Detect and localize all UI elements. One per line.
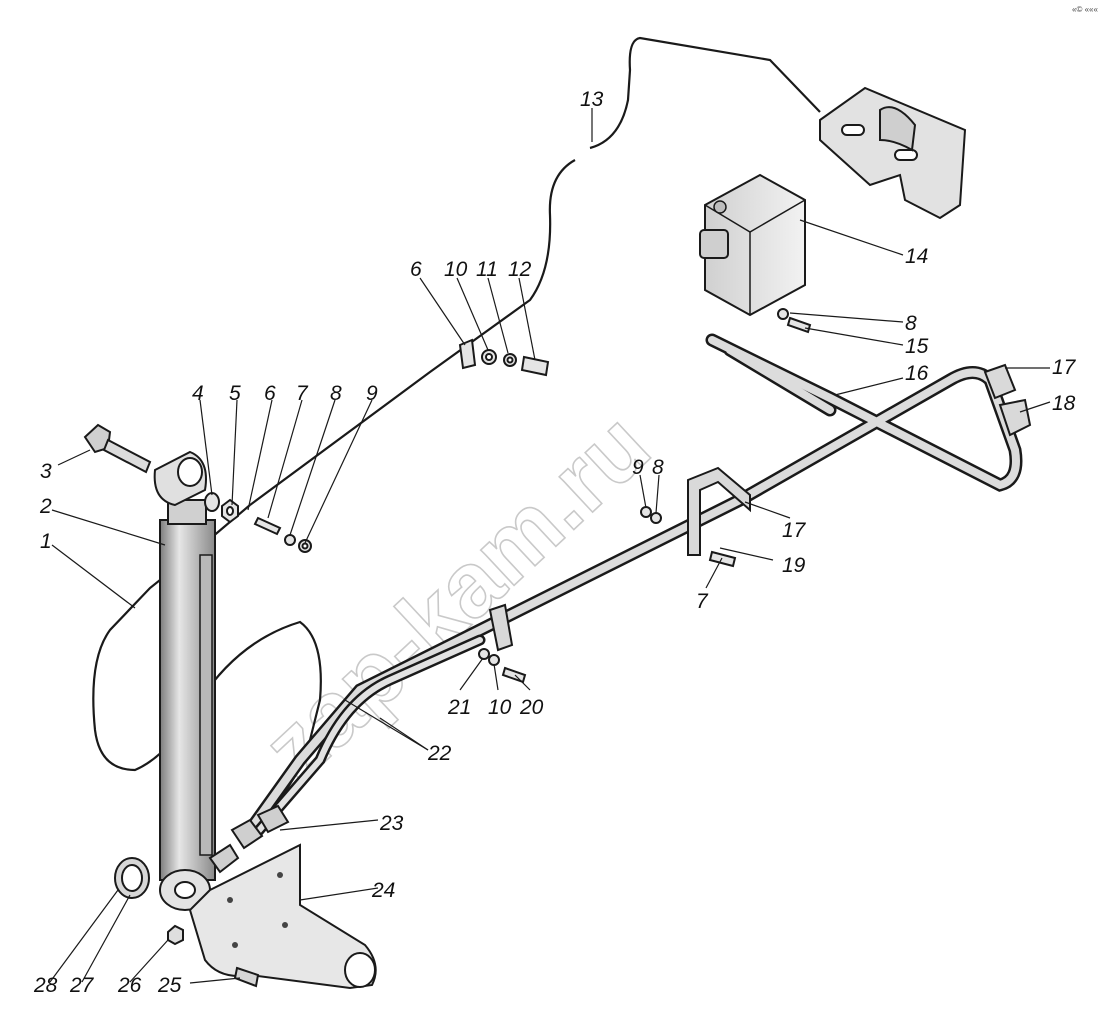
callout-7-left: 7 (296, 382, 309, 405)
callout-16: 16 (905, 362, 929, 385)
cab-hinge-bracket (819, 86, 967, 220)
callout-8-upper: 8 (905, 312, 917, 335)
callout-10-lower: 10 (488, 696, 512, 719)
callouts: 1 2 3 4 5 6 7 8 9 6 10 11 12 13 14 8 15 … (33, 88, 1077, 997)
callout-10-upper: 10 (444, 258, 468, 281)
callout-4: 4 (192, 382, 204, 405)
hose-22-lower-inner (252, 637, 483, 838)
callout-11: 11 (476, 258, 498, 281)
hose-bundle (243, 333, 1023, 837)
callout-17-middle: 17 (782, 519, 807, 542)
callout-13: 13 (580, 88, 604, 111)
callout-26: 26 (117, 974, 142, 997)
callout-18: 18 (1052, 392, 1076, 415)
callout-21: 21 (447, 696, 471, 719)
fasteners-group-right (478, 308, 812, 684)
corner-mark: «© ««« (1072, 5, 1098, 14)
callout-14: 14 (905, 245, 928, 268)
clamps (488, 363, 1032, 652)
watermark: zap-kam.ru (243, 393, 669, 800)
callout-6-left: 6 (264, 382, 276, 405)
callout-3: 3 (40, 460, 52, 483)
callout-1: 1 (40, 530, 52, 553)
callout-2: 2 (39, 495, 52, 518)
bolt-3 (83, 423, 152, 474)
callout-8-left: 8 (330, 382, 342, 405)
callout-9-right: 9 (632, 456, 644, 479)
valve-block (699, 173, 806, 317)
callout-12: 12 (508, 258, 532, 281)
fasteners-group-upper (458, 338, 550, 377)
callout-19: 19 (782, 554, 806, 577)
seal-and-nut (114, 857, 184, 946)
callout-17-right: 17 (1052, 356, 1077, 379)
hydraulic-cylinder (153, 450, 216, 911)
callout-28: 28 (33, 974, 58, 997)
callout-7-right: 7 (696, 590, 709, 613)
callout-23: 23 (379, 812, 404, 835)
callout-6-upper: 6 (410, 258, 422, 281)
tee-fittings (208, 804, 290, 874)
watermark-text: zap-kam.ru (244, 394, 669, 800)
leader-lines (49, 108, 1051, 984)
mounting-bracket (188, 843, 377, 990)
callout-5: 5 (229, 382, 241, 405)
callout-24: 24 (371, 879, 395, 902)
callout-9-left: 9 (366, 382, 378, 405)
callout-25: 25 (157, 974, 182, 997)
callout-20: 20 (519, 696, 544, 719)
callout-27: 27 (69, 974, 95, 997)
callout-22: 22 (427, 742, 452, 765)
fasteners-group-left (204, 492, 312, 553)
callout-15: 15 (905, 335, 929, 358)
callout-8-right: 8 (652, 456, 664, 479)
